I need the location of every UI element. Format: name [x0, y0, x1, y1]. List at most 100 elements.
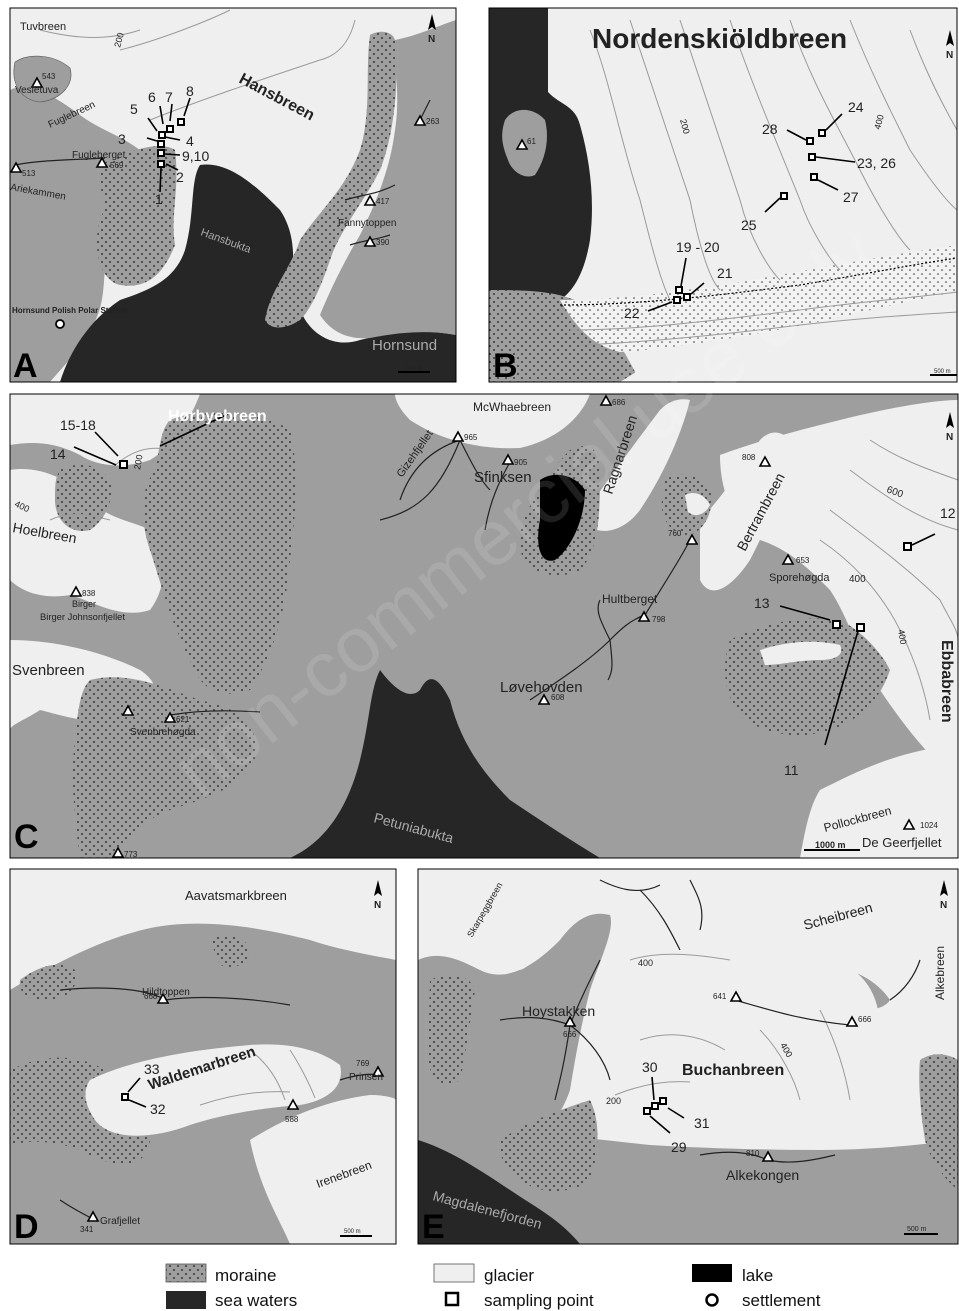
label-hoystakken: Hoystakken	[522, 1003, 595, 1019]
panel-e	[418, 869, 958, 1244]
peak-1024: 1024	[920, 821, 938, 830]
north-b: N	[946, 50, 953, 61]
glacier-buchanbreen: Buchanbreen	[682, 1062, 784, 1079]
scale-c: 1000 m	[815, 840, 846, 850]
label-fugleberget: Fugleberget	[72, 150, 126, 161]
label-alkekongen: Alkekongen	[726, 1167, 799, 1183]
north-e: N	[940, 900, 947, 911]
sp-4: 4	[186, 133, 194, 149]
panel-letter-d: D	[14, 1208, 39, 1246]
sp-33: 33	[144, 1061, 160, 1077]
scale-e: 500 m	[907, 1226, 927, 1233]
label-lovehovden: Løvehovden	[500, 679, 583, 696]
label-prinsen: Prinsen	[349, 1072, 383, 1083]
label-aavatsmarkbreen: Aavatsmarkbreen	[185, 888, 287, 903]
label-birger-johnsonfjellet: Birger Johnsonfjellet	[40, 612, 126, 622]
peak-543: 543	[42, 72, 56, 81]
peak-513: 513	[22, 169, 36, 178]
legend-swatch-moraine	[165, 1263, 207, 1283]
north-c: N	[946, 432, 953, 443]
sp-28: 28	[762, 121, 778, 137]
peak-608: 608	[551, 693, 565, 702]
peak-905: 905	[514, 458, 528, 467]
scale-b: 500 m	[934, 369, 951, 375]
peak-61: 61	[527, 137, 536, 146]
label-hultberget: Hultberget	[602, 592, 658, 606]
peak-641: 641	[713, 992, 727, 1001]
contour-400-c2: 400	[849, 574, 866, 585]
legend-label-sampling: sampling point	[484, 1291, 594, 1310]
peak-341: 341	[80, 1225, 94, 1234]
label-sfinksen: Sfinksen	[474, 469, 532, 486]
sp-12: 12	[940, 505, 956, 521]
peak-666-b: 666	[563, 1030, 577, 1039]
sp-22: 22	[624, 305, 640, 321]
sp-14: 14	[50, 446, 66, 462]
label-sporehogda: Sporehøgda	[769, 572, 830, 584]
legend-swatch-settlement	[705, 1293, 719, 1307]
peak-965: 965	[464, 433, 478, 442]
legend-label-lake: lake	[742, 1266, 773, 1285]
sp-8: 8	[186, 83, 194, 99]
label-hildtoppen: Hildtoppen	[142, 987, 190, 998]
sp-21: 21	[717, 265, 733, 281]
sp-30: 30	[642, 1059, 658, 1075]
label-degeerfjellet: De Geerfjellet	[862, 835, 942, 850]
contour-200-b: 200	[678, 118, 692, 135]
panel-letter-b: B	[493, 347, 518, 385]
peak-417: 417	[376, 197, 390, 206]
label-vesletuva: Vesletuva	[15, 85, 59, 96]
label-alkebreen: Alkebreen	[933, 946, 947, 1000]
peak-668: 668	[144, 992, 158, 1001]
peak-686: 686	[612, 398, 626, 407]
sp-5: 5	[130, 101, 138, 117]
sp-9-10: 9,10	[182, 148, 209, 164]
peak-666-a: 666	[858, 1015, 872, 1024]
peak-769: 769	[356, 1059, 370, 1068]
panel-letter-c: C	[14, 818, 39, 856]
peak-390: 390	[376, 238, 390, 247]
legend-label-sea: sea waters	[215, 1291, 297, 1310]
north-d: N	[374, 900, 381, 911]
peak-621: 621	[176, 715, 190, 724]
sp-25: 25	[741, 217, 757, 233]
peak-810: 810	[746, 1149, 760, 1158]
label-birger: Birger	[72, 599, 96, 609]
contour-400-e1: 400	[638, 958, 653, 968]
label-tuvbreen: Tuvbreen	[20, 21, 66, 33]
sp-32: 32	[150, 1101, 166, 1117]
legend-swatch-sea	[166, 1291, 206, 1309]
sp-31: 31	[694, 1115, 710, 1131]
label-grafjellet: Grafjellet	[100, 1216, 140, 1227]
legend: moraine glacier lake sea waters sampling…	[165, 1263, 821, 1310]
contour-400-c3: 400	[896, 629, 908, 646]
sp-29: 29	[671, 1139, 687, 1155]
sp-3: 3	[118, 131, 126, 147]
legend-label-settlement: settlement	[742, 1291, 821, 1310]
peak-760: 760	[668, 529, 682, 538]
panel-a	[10, 8, 456, 382]
label-svenbreen: Svenbreen	[12, 662, 85, 679]
glacier-nordenskioldbreen: Nordenskiöldbreen	[592, 23, 847, 54]
sp-2: 2	[176, 169, 184, 185]
panel-c	[10, 394, 958, 858]
legend-swatch-lake	[692, 1264, 732, 1282]
label-hornsund: Hornsund	[372, 337, 437, 354]
sp-11: 11	[784, 762, 799, 778]
panel-letter-e: E	[422, 1208, 445, 1246]
scale-a: 500 m	[405, 366, 422, 372]
sp-24: 24	[848, 99, 864, 115]
label-ebbabreen: Ebbabreen	[938, 640, 955, 723]
sp-7: 7	[165, 89, 173, 105]
panel-letter-a: A	[13, 347, 38, 385]
sp-23-26: 23, 26	[857, 155, 896, 171]
contour-200-a: 200	[112, 31, 126, 48]
legend-swatch-sampling	[444, 1291, 460, 1307]
peak-773: 773	[124, 850, 138, 859]
sp-6: 6	[148, 89, 156, 105]
sp-13: 13	[754, 595, 770, 611]
sp-1: 1	[155, 191, 163, 207]
peak-569: 569	[110, 161, 124, 170]
peak-838: 838	[82, 589, 96, 598]
